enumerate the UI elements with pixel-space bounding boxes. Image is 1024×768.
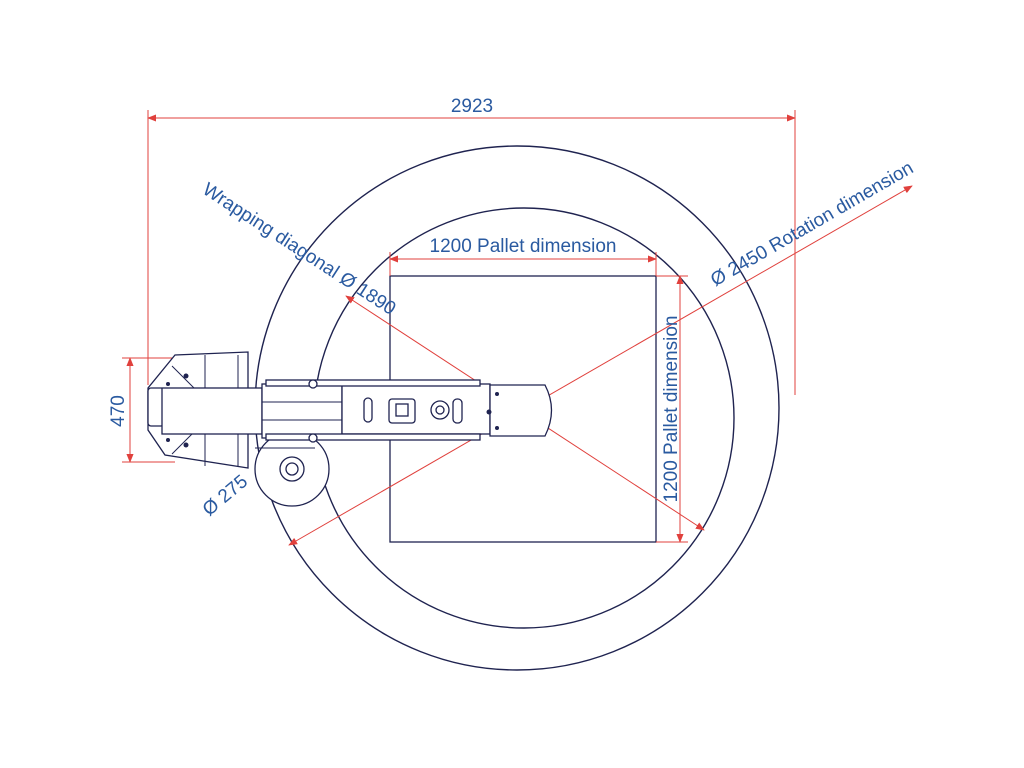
wrapping-machine <box>147 351 553 507</box>
pallet-depth-label: 1200 Pallet dimension <box>661 316 682 503</box>
wrapping-diagonal-label: Wrapping diagonal Ø 1890 <box>199 179 400 320</box>
overall-width-label: 2923 <box>451 96 493 117</box>
pallet-width-label: 1200 Pallet dimension <box>430 236 617 257</box>
rotation-dimension-label: Ø 2450 Rotation dimension <box>707 158 917 291</box>
mast-diameter-label: Ø 275 <box>199 471 252 520</box>
arm-width-label: 470 <box>108 395 129 427</box>
